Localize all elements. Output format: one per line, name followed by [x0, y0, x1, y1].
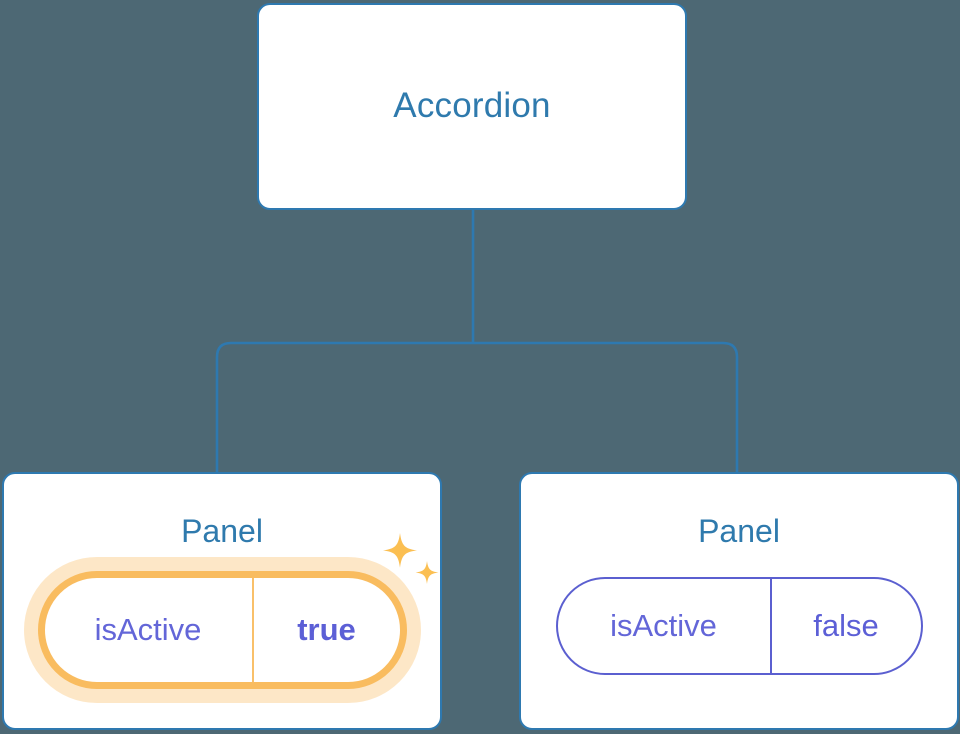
- node-panel-active[interactable]: Panel isActive true: [2, 472, 442, 730]
- prop-value: false: [769, 579, 921, 674]
- node-panel-inactive[interactable]: Panel isActive false: [519, 472, 959, 730]
- node-panel-inactive-title: Panel: [698, 513, 780, 549]
- sparkle-large-icon: [382, 533, 417, 568]
- prop-pill-isactive-false[interactable]: isActive false: [555, 577, 923, 676]
- prop-pill-inactive-wrapper: isActive false: [555, 577, 923, 676]
- prop-key: isActive: [610, 608, 717, 644]
- prop-value: true: [251, 578, 400, 683]
- sparkle-small-icon: [415, 561, 438, 585]
- prop-key: isActive: [94, 612, 202, 648]
- node-accordion[interactable]: Accordion: [257, 3, 687, 210]
- prop-pill-active-wrapper: isActive true: [23, 533, 438, 704]
- prop-pill-isactive-true[interactable]: isActive true: [37, 571, 407, 690]
- node-panel-active-title: Panel: [181, 513, 263, 549]
- node-accordion-title: Accordion: [393, 86, 551, 126]
